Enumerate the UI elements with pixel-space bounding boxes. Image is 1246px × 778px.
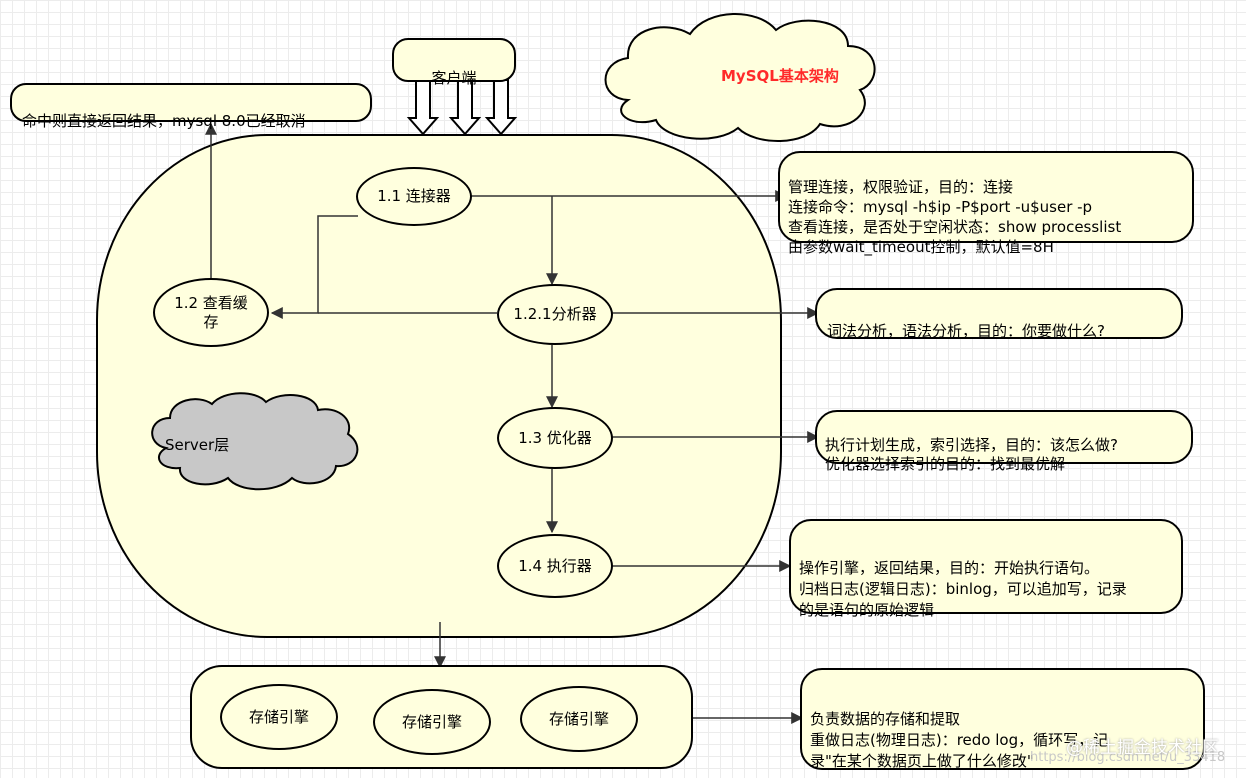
optimizer-note-text: 执行计划生成，索引选择，目的：该怎么做? 优化器选择索引的目的：找到最优解 <box>825 436 1118 473</box>
storage-engine-1-label: 存储引擎 <box>248 707 309 726</box>
storage-note: 负责数据的存储和提取 重做日志(物理日志)：redo log，循环写，记 录"在… <box>800 668 1205 770</box>
diagram-title: MySQL基本架构 <box>721 67 839 85</box>
client-arrow-left <box>406 79 440 136</box>
client-arrow-right <box>484 79 518 136</box>
analyzer-note-text: 词法分析，语法分析，目的：你要做什么? <box>827 322 1105 340</box>
analyzer-node: 1.2.1分析器 <box>497 284 613 345</box>
connector-note: 管理连接，权限验证，目的：连接 连接命令：mysql -h$ip -P$port… <box>778 151 1194 256</box>
storage-note-text: 负责数据的存储和提取 重做日志(物理日志)：redo log，循环写，记 录"在… <box>810 710 1109 770</box>
cache-hit-note: 命中则直接返回结果，mysql 8.0已经取消 <box>10 83 372 130</box>
connector-label: 1.1 连接器 <box>377 187 451 205</box>
connector-node: 1.1 连接器 <box>356 167 472 226</box>
storage-engine-1: 存储引擎 <box>220 684 338 750</box>
storage-engine-2-label: 存储引擎 <box>401 712 462 731</box>
executor-note-text: 操作引擎，返回结果，目的：开始执行语句。 归档日志(逻辑日志)：binlog，可… <box>799 559 1127 619</box>
connector-to-cache-arrow <box>270 215 358 319</box>
optimizer-node: 1.3 优化器 <box>497 407 613 469</box>
client-label: 客户端 <box>431 69 477 87</box>
storage-engine-3-label: 存储引擎 <box>548 709 609 728</box>
executor-label: 1.4 执行器 <box>518 556 592 575</box>
analyzer-label: 1.2.1分析器 <box>513 305 597 323</box>
storage-engine-2: 存储引擎 <box>373 689 491 755</box>
connector-note-text: 管理连接，权限验证，目的：连接 连接命令：mysql -h$ip -P$port… <box>788 178 1122 256</box>
optimizer-note: 执行计划生成，索引选择，目的：该怎么做? 优化器选择索引的目的：找到最优解 <box>815 410 1193 473</box>
cache-hit-note-text: 命中则直接返回结果，mysql 8.0已经取消 <box>22 112 306 130</box>
cache-node: 1.2 查看缓 存 <box>153 278 269 347</box>
server-layer-label: Server层 <box>165 436 230 454</box>
client-box: 客户端 <box>392 38 516 87</box>
executor-note: 操作引擎，返回结果，目的：开始执行语句。 归档日志(逻辑日志)：binlog，可… <box>789 519 1183 619</box>
watermark-main: @稀土掘金技术社区 <box>1066 738 1219 758</box>
executor-node: 1.4 执行器 <box>497 534 613 598</box>
optimizer-label: 1.3 优化器 <box>518 428 592 447</box>
client-arrow-middle <box>448 79 482 136</box>
server-layer-cloud <box>151 392 359 491</box>
cache-label: 1.2 查看缓 存 <box>174 293 248 331</box>
watermark-url: https://blog.csdn.net/u_33418 <box>1030 750 1226 765</box>
analyzer-note: 词法分析，语法分析，目的：你要做什么? <box>815 288 1183 340</box>
storage-engine-3: 存储引擎 <box>520 686 638 752</box>
server-container <box>96 134 782 638</box>
title-cloud <box>604 13 876 143</box>
